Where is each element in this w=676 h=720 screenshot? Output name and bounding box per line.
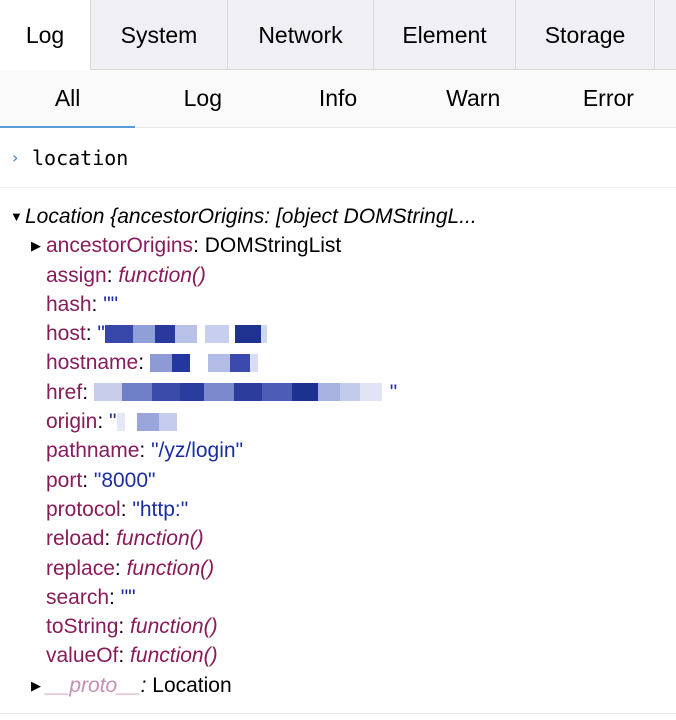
property-key: host <box>46 322 86 346</box>
command-text: location <box>32 145 129 170</box>
property-row: pathname: "/yz/login" <box>0 436 676 465</box>
property-value: "" <box>114 585 136 609</box>
redacted-value <box>149 352 258 374</box>
property-row: origin: " <box>0 407 676 436</box>
property-row: replace: function() <box>0 554 676 583</box>
property-separator: : <box>82 468 89 492</box>
property-separator: : <box>91 292 98 316</box>
property-separator: : <box>109 585 115 609</box>
redacted-value <box>116 411 187 433</box>
filter-all[interactable]: All <box>0 70 136 128</box>
tab-log[interactable]: Log <box>0 0 91 70</box>
tab-system[interactable]: System <box>91 0 228 70</box>
property-row: hostname: <box>0 348 676 377</box>
property-row[interactable]: ▶ __proto__: Location <box>0 671 676 700</box>
redacted-value <box>93 381 384 403</box>
property-value: "http:" <box>126 497 189 521</box>
log-filter-bar: All Log Info Warn Error <box>0 70 676 128</box>
property-row: search: "" <box>0 583 676 612</box>
property-separator: : <box>82 380 89 404</box>
property-row: href: " <box>0 378 676 407</box>
property-row: toString: function() <box>0 612 676 641</box>
filter-error[interactable]: Error <box>582 85 634 111</box>
property-separator: : <box>97 410 104 434</box>
property-value: " <box>91 322 105 346</box>
property-value: function() <box>110 527 204 551</box>
property-key: port <box>46 468 83 492</box>
caret-right-icon[interactable]: ▶ <box>31 238 41 254</box>
property-value: function() <box>112 263 206 287</box>
filter-info[interactable]: Info <box>318 85 358 111</box>
property-key: origin <box>46 410 98 434</box>
property-value: DOMStringList <box>198 234 342 258</box>
command-entry: › location <box>0 128 676 188</box>
property-key: __proto__ <box>46 673 141 697</box>
divider <box>0 713 676 714</box>
property-separator: : <box>85 322 92 346</box>
property-separator: : <box>193 234 199 258</box>
property-row: hash: "" <box>0 290 676 319</box>
property-row: assign: function() <box>0 261 676 290</box>
property-separator: : <box>120 497 127 521</box>
property-separator: : <box>104 527 111 551</box>
property-key: replace <box>46 556 115 580</box>
tab-network[interactable]: Network <box>228 0 374 70</box>
redacted-value <box>104 323 269 345</box>
caret-down-icon[interactable]: ▼ <box>10 209 23 224</box>
tab-overflow[interactable] <box>655 0 676 70</box>
property-key: toString <box>46 615 119 639</box>
property-row: reload: function() <box>0 524 676 553</box>
property-row[interactable]: ▶ ancestorOrigins: DOMStringList <box>0 231 676 260</box>
property-key: href <box>46 380 83 404</box>
property-key: hash <box>46 292 92 316</box>
property-key: valueOf <box>46 644 119 668</box>
tab-storage[interactable]: Storage <box>516 0 655 70</box>
property-key: assign <box>46 263 107 287</box>
filter-warn[interactable]: Warn <box>446 85 501 111</box>
property-separator: : <box>118 615 125 639</box>
property-separator: : <box>139 439 146 463</box>
property-row: port: "8000" <box>0 466 676 495</box>
property-separator: : <box>106 263 113 287</box>
property-value: "8000" <box>88 468 156 492</box>
property-row: protocol: "http:" <box>0 495 676 524</box>
caret-right-icon[interactable]: ▶ <box>31 677 41 693</box>
property-separator: : <box>140 673 147 697</box>
prompt-chevron-icon: › <box>12 148 19 167</box>
filter-log[interactable]: Log <box>183 85 222 111</box>
property-value: function() <box>120 556 215 580</box>
property-key: reload <box>46 527 105 551</box>
property-value: function() <box>124 615 218 639</box>
object-summary: Location {ancestorOrigins: [object DOMSt… <box>25 205 477 228</box>
property-separator: : <box>114 556 121 580</box>
property-key: protocol <box>46 497 121 521</box>
property-value: " <box>103 410 117 434</box>
property-key: hostname <box>46 351 139 375</box>
property-row: valueOf: function() <box>0 641 676 670</box>
object-tree: ▼ Location {ancestorOrigins: [object DOM… <box>0 188 676 700</box>
object-summary-row[interactable]: ▼ Location {ancestorOrigins: [object DOM… <box>0 202 676 231</box>
property-row: host: " <box>0 319 676 348</box>
property-key: ancestorOrigins <box>46 234 194 258</box>
property-value: "/yz/login" <box>145 439 244 463</box>
property-separator: : <box>138 351 145 375</box>
property-value-suffix: " <box>383 380 398 404</box>
property-value: Location <box>146 673 232 697</box>
tab-element[interactable]: Element <box>374 0 516 70</box>
top-tab-bar: Log System Network Element Storage <box>0 0 676 70</box>
property-value: "" <box>97 292 119 316</box>
property-separator: : <box>118 644 125 668</box>
property-key: pathname <box>46 439 140 463</box>
property-key: search <box>46 585 110 609</box>
property-value: function() <box>124 644 218 668</box>
